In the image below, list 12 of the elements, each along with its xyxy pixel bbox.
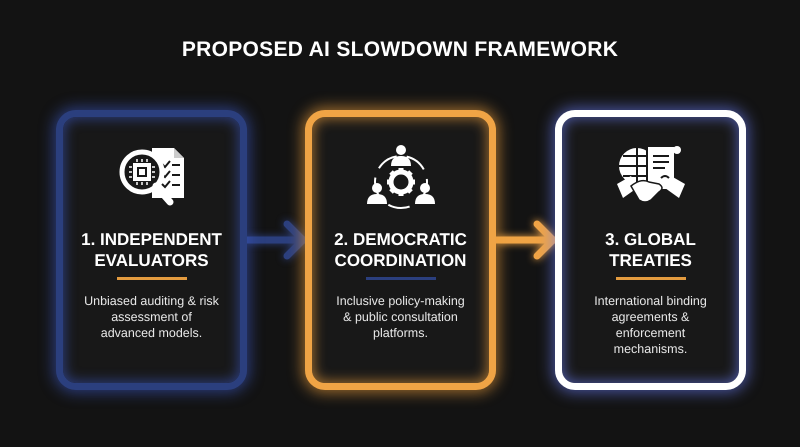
step-description: International binding agreements & enforcement mechanisms. [593, 293, 708, 357]
step-card [56, 110, 247, 390]
step-card [305, 110, 496, 390]
flow-arrow [496, 220, 556, 260]
step-heading: 1. INDEPENDENT EVALUATORS [80, 229, 223, 271]
step-card [555, 110, 746, 390]
step-heading: 3. GLOBAL TREATIES [604, 229, 697, 271]
step-description: Unbiased auditing & risk assessment of advanced models. [83, 293, 220, 341]
step-heading: 2. DEMOCRATIC COORDINATION [333, 229, 468, 271]
flow-arrow [247, 220, 306, 260]
step-description: Inclusive policy-making & public consultation platforms. [335, 293, 466, 341]
diagram-title: PROPOSED AI SLOWDOWN FRAMEWORK [180, 38, 620, 62]
